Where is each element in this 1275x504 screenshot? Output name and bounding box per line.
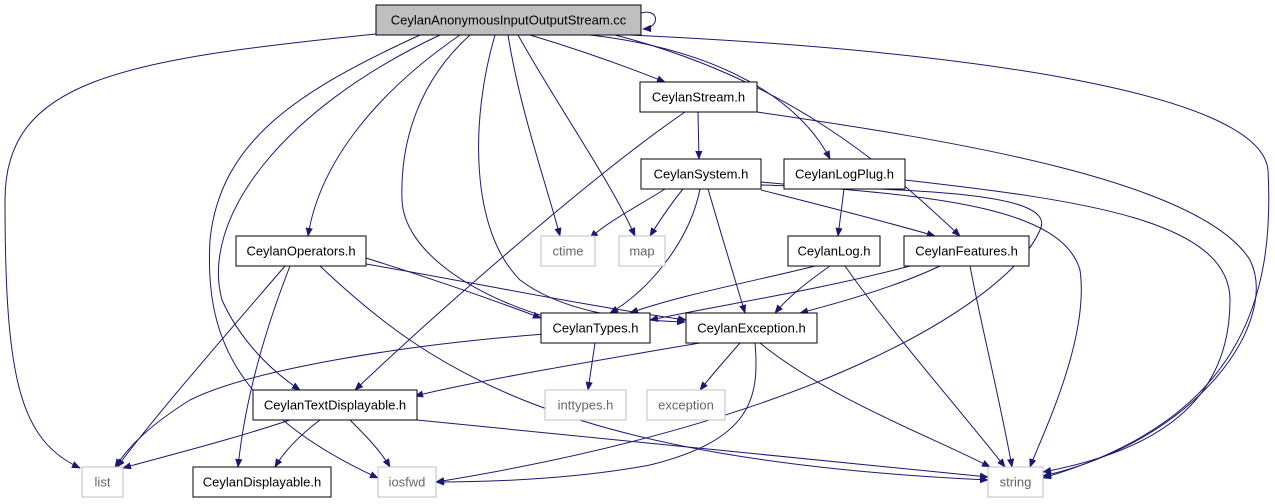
- edge-textdisp-to-list: [122, 419, 291, 470]
- edge-system-to-ctime: [589, 188, 666, 239]
- node-box: [787, 235, 881, 267]
- node-operators[interactable]: CeylanOperators.h: [235, 235, 367, 267]
- node-textdisp[interactable]: CeylanTextDisplayable.h: [252, 389, 418, 421]
- node-box: [544, 389, 627, 421]
- node-root[interactable]: CeylanAnonymousInputOutputStream.cc: [375, 4, 642, 36]
- edge-operators-to-types: [365, 257, 542, 319]
- edge-stream-to-string: [756, 111, 1257, 478]
- edge-root-to-textdisp: [217, 34, 441, 391]
- edge-root-to-stream: [529, 34, 666, 83]
- edge-root-to-logplug: [589, 34, 831, 160]
- edge-types-to-list: [114, 333, 546, 468]
- node-list[interactable]: list: [81, 466, 124, 498]
- edge-root-to-string: [629, 34, 1270, 480]
- edge-root-to-features: [614, 34, 961, 237]
- node-label: exception: [658, 398, 714, 413]
- node-ctime[interactable]: ctime: [540, 235, 596, 267]
- node-stream[interactable]: CeylanStream.h: [639, 81, 758, 113]
- node-box: [646, 389, 726, 421]
- node-box: [252, 389, 418, 421]
- node-box: [235, 235, 367, 267]
- node-exception_h[interactable]: CeylanException.h: [685, 312, 818, 344]
- edge-exception_h-to-iosfwd: [435, 342, 757, 486]
- node-iosfwd[interactable]: iosfwd: [377, 466, 437, 498]
- node-map[interactable]: map: [618, 235, 666, 267]
- edge-textdisp-to-iosfwd: [349, 419, 391, 468]
- edge-textdisp-to-string: [416, 419, 989, 480]
- edge-root-to-root: [640, 11, 656, 33]
- node-box: [375, 4, 642, 36]
- node-types[interactable]: CeylanTypes.h: [540, 312, 651, 344]
- node-box: [685, 312, 818, 344]
- node-label: list: [95, 475, 111, 490]
- edge-log-to-types: [629, 265, 816, 314]
- node-label: CeylanLogPlug.h: [795, 167, 894, 182]
- edge-exception_h-to-textdisp: [414, 342, 701, 398]
- edge-operators-to-displayable: [235, 265, 291, 468]
- edge-logplug-to-log: [835, 188, 845, 237]
- edge-system-to-types: [609, 188, 701, 314]
- node-string[interactable]: string: [987, 466, 1044, 498]
- edge-root-to-map: [517, 34, 636, 237]
- node-label: inttypes.h: [558, 398, 614, 413]
- node-displayable[interactable]: CeylanDisplayable.h: [192, 466, 332, 498]
- edge-log-to-exception_h: [774, 265, 831, 314]
- node-box: [783, 158, 906, 190]
- node-system[interactable]: CeylanSystem.h: [640, 158, 762, 190]
- edge-features-to-exception_h: [799, 265, 941, 315]
- node-box: [639, 81, 758, 113]
- dependency-edges: [4, 11, 1270, 486]
- node-label: string: [1000, 475, 1032, 490]
- node-label: CeylanSystem.h: [654, 167, 749, 182]
- edge-stream-to-system: [695, 111, 703, 160]
- edge-log-to-string: [844, 265, 1006, 468]
- node-label: CeylanLog.h: [798, 244, 871, 259]
- node-box: [81, 466, 124, 498]
- edge-system-to-features: [760, 189, 936, 238]
- edge-system-to-string: [760, 181, 1082, 468]
- edge-textdisp-to-displayable: [274, 419, 321, 468]
- edge-root-to-operators: [305, 34, 461, 237]
- node-label: CeylanOperators.h: [246, 244, 355, 259]
- edge-types-to-inttypes: [585, 342, 596, 391]
- edge-root-to-ctime: [507, 34, 562, 237]
- node-box: [903, 235, 1030, 267]
- edge-operators-to-string: [319, 265, 989, 484]
- node-label: CeylanTypes.h: [553, 321, 639, 336]
- node-label: CeylanDisplayable.h: [203, 475, 322, 490]
- dependency-nodes: CeylanAnonymousInputOutputStream.ccCeyla…: [81, 4, 1044, 498]
- node-label: CeylanException.h: [697, 321, 805, 336]
- edge-operators-to-list: [116, 265, 286, 468]
- node-logplug[interactable]: CeylanLogPlug.h: [783, 158, 906, 190]
- node-box: [540, 235, 596, 267]
- node-box: [540, 312, 651, 344]
- edge-exception_h-to-exception: [699, 342, 741, 391]
- node-label: CeylanTextDisplayable.h: [264, 398, 406, 413]
- node-features[interactable]: CeylanFeatures.h: [903, 235, 1030, 267]
- edge-stream-to-textdisp: [354, 111, 686, 391]
- node-box: [618, 235, 666, 267]
- node-box: [192, 466, 332, 498]
- node-label: CeylanStream.h: [652, 90, 745, 105]
- node-box: [640, 158, 762, 190]
- edge-exception_h-to-string: [759, 342, 991, 468]
- edge-features-to-types: [649, 265, 911, 322]
- node-inttypes[interactable]: inttypes.h: [544, 389, 627, 421]
- edge-root-to-types: [401, 34, 551, 320]
- edge-features-to-string: [969, 265, 1015, 468]
- node-label: ctime: [552, 244, 583, 259]
- node-box: [377, 466, 437, 498]
- node-box: [987, 466, 1044, 498]
- node-log[interactable]: CeylanLog.h: [787, 235, 881, 267]
- edge-logplug-to-string: [904, 179, 1231, 475]
- edge-system-to-exception_h: [707, 188, 747, 314]
- node-label: map: [629, 244, 654, 259]
- node-label: CeylanFeatures.h: [915, 244, 1018, 259]
- node-exception[interactable]: exception: [646, 389, 726, 421]
- node-label: CeylanAnonymousInputOutputStream.cc: [391, 13, 627, 28]
- edge-system-to-map: [649, 188, 684, 237]
- edge-root-to-list: [4, 33, 377, 469]
- node-label: iosfwd: [389, 475, 426, 490]
